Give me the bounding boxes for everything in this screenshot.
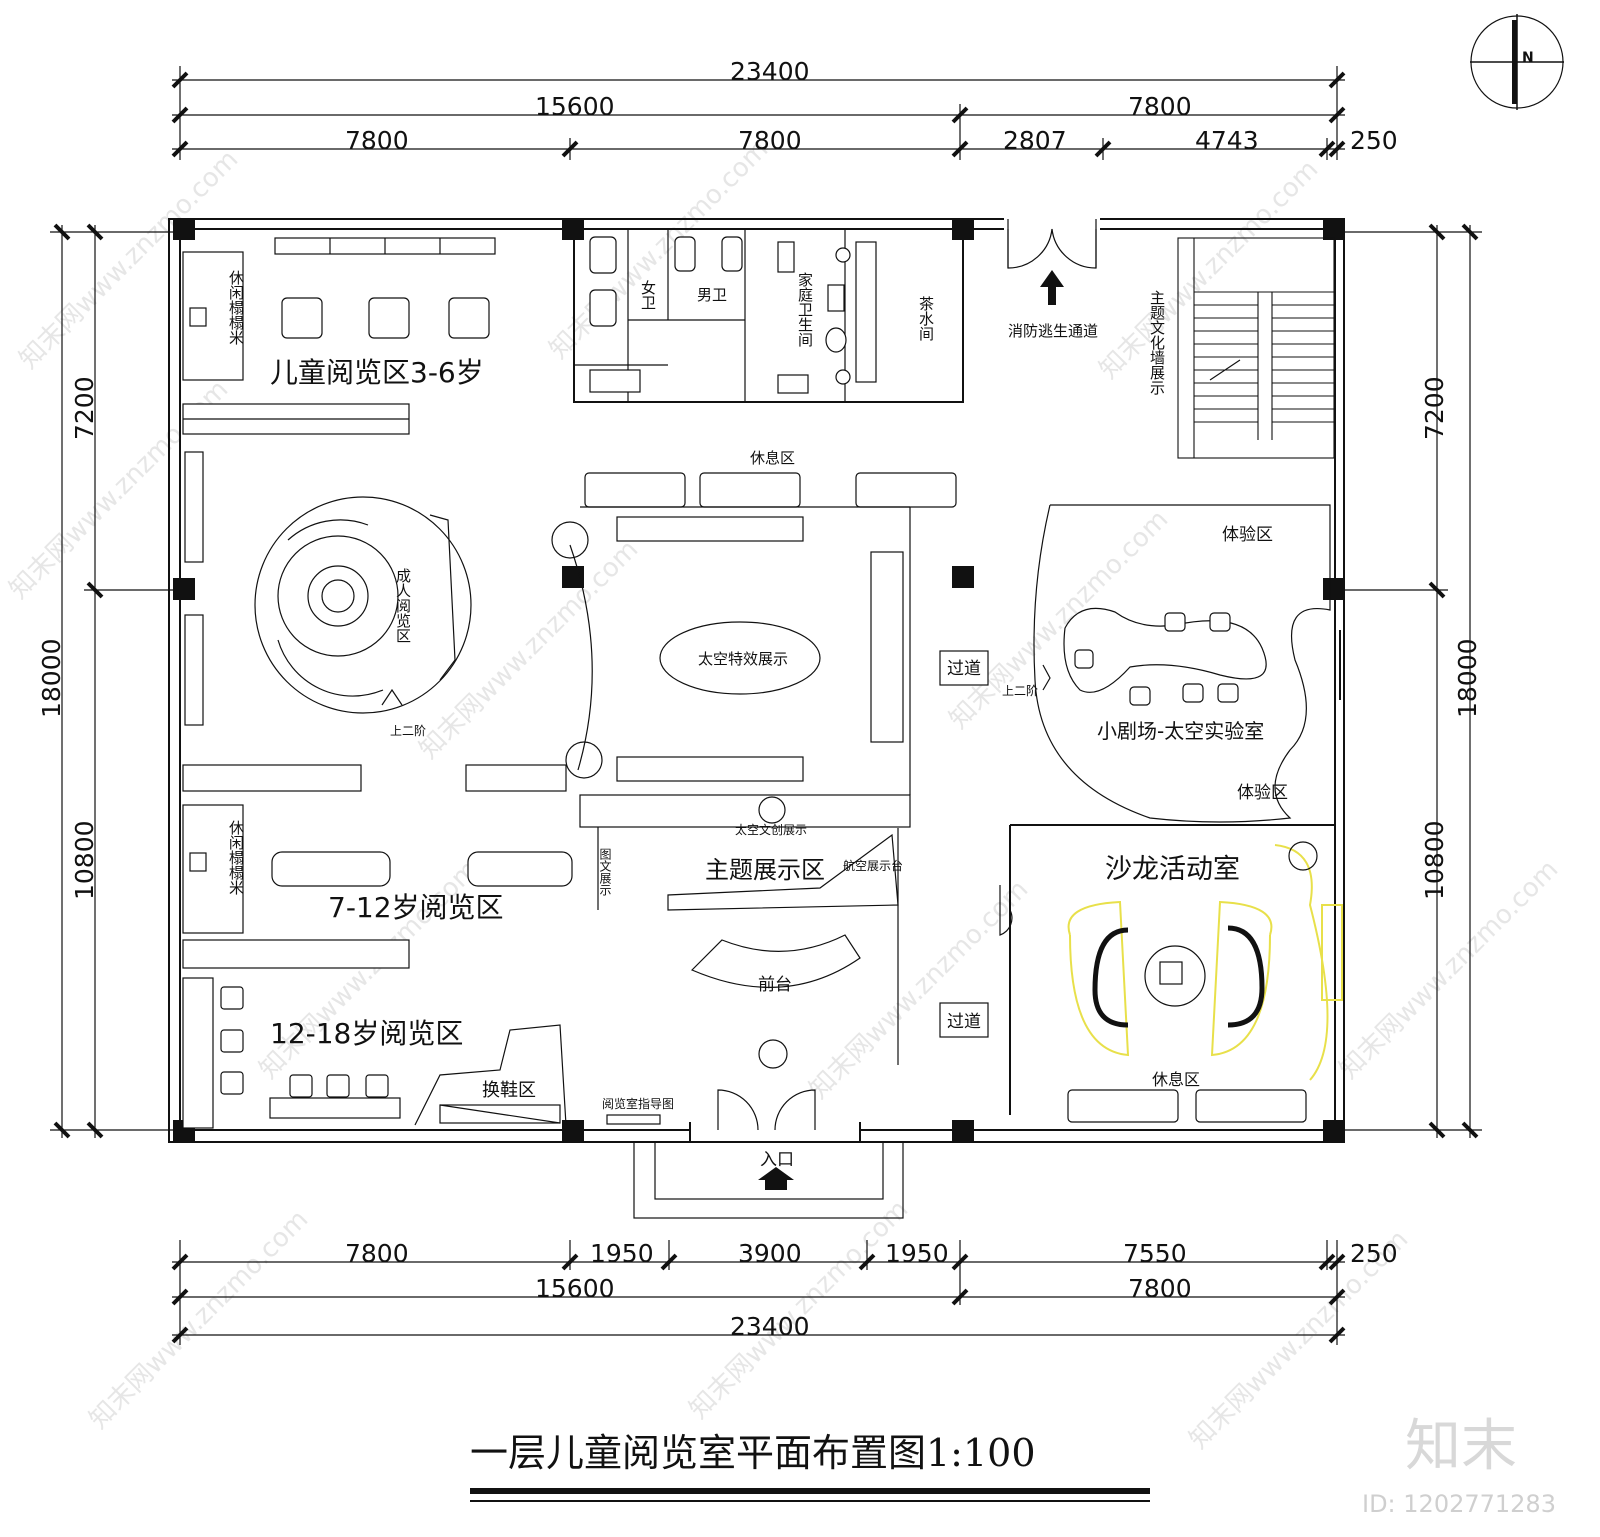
- dim-bottom-row1-f: 250: [1350, 1239, 1398, 1268]
- label-tatami-1: 休闲榻榻米: [227, 270, 245, 345]
- dim-bottom-overall: 23400: [730, 1312, 810, 1341]
- right-dimensions: [1345, 223, 1482, 1139]
- watermark-text: 知末网www.znzmo.com: [1094, 154, 1325, 385]
- staircase: [1177, 237, 1335, 459]
- label-adult-reading: 成人阅览区: [394, 568, 412, 643]
- label-family-wc: 家庭卫生间: [796, 272, 814, 348]
- passage-box-2: [939, 1002, 989, 1038]
- fire-exit-door: [1007, 219, 1097, 269]
- label-rest-area-bottom: 休息区: [1152, 1070, 1200, 1089]
- dim-right-part-a: 7200: [1420, 376, 1449, 440]
- label-reception: 前台: [758, 975, 792, 995]
- label-graphic-display: 图文展示: [598, 848, 612, 896]
- salon-zone: [999, 824, 1343, 1123]
- zone-12-18-furniture: [182, 977, 567, 1129]
- dim-top-row2-a: 15600: [535, 92, 615, 121]
- left-dimensions: [50, 223, 180, 1139]
- label-space-effects: 太空特效展示: [698, 650, 788, 668]
- watermark-logo: 知末: [1405, 1414, 1517, 1479]
- dim-top-row3-a: 7800: [345, 126, 409, 155]
- label-theme-exhibit: 主题展示区: [705, 856, 825, 884]
- fire-exit-arrow-icon: [1040, 270, 1064, 305]
- top-dimensions: [171, 66, 1346, 160]
- dim-right-overall: 18000: [1453, 638, 1482, 718]
- adult-reading-zone: [184, 451, 472, 726]
- label-entrance: 入口: [760, 1150, 794, 1170]
- label-salon: 沙龙活动室: [1105, 854, 1240, 885]
- dim-top-row3-d: 4743: [1195, 126, 1259, 155]
- passage-box-1: [939, 650, 989, 686]
- label-zone-12-18: 12-18岁阅览区: [270, 1017, 463, 1050]
- dim-top-row2-b: 7800: [1128, 92, 1192, 121]
- dim-top-overall: 23400: [730, 57, 810, 86]
- bottom-dimensions: [171, 1240, 1346, 1345]
- north-compass: N: [1470, 14, 1564, 110]
- label-aerospace-table: 航空展示台: [843, 858, 903, 873]
- label-passage-1: 过道: [947, 659, 981, 679]
- title-underline-thick: [470, 1488, 1150, 1494]
- label-zone-3-6: 儿童阅览区3-6岁: [270, 356, 484, 389]
- entrance-doors: [606, 1089, 861, 1142]
- dim-top-row3-e: 250: [1350, 126, 1398, 155]
- dim-top-row3-c: 2807: [1003, 126, 1067, 155]
- label-stairs-up-1: 上二阶: [390, 724, 426, 738]
- label-theme-wall: 主题文化墙展示: [1148, 290, 1166, 395]
- compass-label: N: [1522, 50, 1534, 66]
- dim-bottom-row2-a: 15600: [535, 1274, 615, 1303]
- watermark-text: 知末网www.znzmo.com: [254, 854, 485, 1085]
- dim-bottom-row2-b: 7800: [1128, 1274, 1192, 1303]
- entrance-arrow-icon: [758, 1167, 794, 1190]
- dim-bottom-row1-b: 1950: [590, 1239, 654, 1268]
- label-tatami-2: 休闲榻榻米: [227, 820, 245, 895]
- dim-left-part-b: 10800: [70, 820, 99, 900]
- drawing-title: 一层儿童阅览室平面布置图1:100: [470, 1431, 1036, 1475]
- label-men-wc: 男卫: [697, 286, 727, 304]
- watermark-text: 知末网www.znzmo.com: [1334, 854, 1565, 1085]
- watermark-id: ID: 1202771283: [1362, 1490, 1556, 1518]
- title-underline-thin: [470, 1500, 1150, 1502]
- dim-left-part-a: 7200: [70, 376, 99, 440]
- label-stairs-up-2: 上二阶: [1002, 684, 1038, 698]
- dim-top-row3-b: 7800: [738, 126, 802, 155]
- dim-right-part-b: 10800: [1420, 820, 1449, 900]
- watermark-text: 知末网www.znzmo.com: [414, 534, 645, 765]
- label-tea-room: 茶水间: [917, 296, 935, 342]
- dim-bottom-row1-e: 7550: [1123, 1239, 1187, 1268]
- label-experience-bottom: 体验区: [1237, 783, 1288, 803]
- dim-bottom-row1-c: 3900: [738, 1239, 802, 1268]
- zone-3-6-furniture: [182, 237, 496, 435]
- label-shoe-change: 换鞋区: [482, 1080, 536, 1101]
- label-experience-top: 体验区: [1222, 525, 1273, 545]
- space-exhibit-zone: [551, 472, 957, 1069]
- structural-columns: [173, 218, 1345, 1142]
- label-women-wc: 女卫: [639, 279, 657, 310]
- label-rest-area-top: 休息区: [750, 449, 795, 467]
- dim-bottom-row1-a: 7800: [345, 1239, 409, 1268]
- zone-7-12-furniture: [182, 764, 573, 969]
- label-guide-map: 阅览室指导图: [602, 1096, 674, 1111]
- label-space-creative: 太空文创展示: [735, 822, 807, 837]
- watermark-text: 知末网www.znzmo.com: [684, 1194, 915, 1425]
- washroom-block: [573, 228, 964, 403]
- label-passage-2: 过道: [947, 1012, 981, 1032]
- label-theater: 小剧场-太空实验室: [1097, 719, 1264, 743]
- watermark-text: 知末网www.znzmo.com: [84, 1204, 315, 1435]
- label-zone-7-12: 7-12岁阅览区: [328, 891, 504, 924]
- theater-zone: [1033, 504, 1341, 823]
- dim-bottom-row1-d: 1950: [885, 1239, 949, 1268]
- label-fire-exit: 消防逃生通道: [1008, 322, 1098, 340]
- dim-left-overall: 18000: [37, 638, 66, 718]
